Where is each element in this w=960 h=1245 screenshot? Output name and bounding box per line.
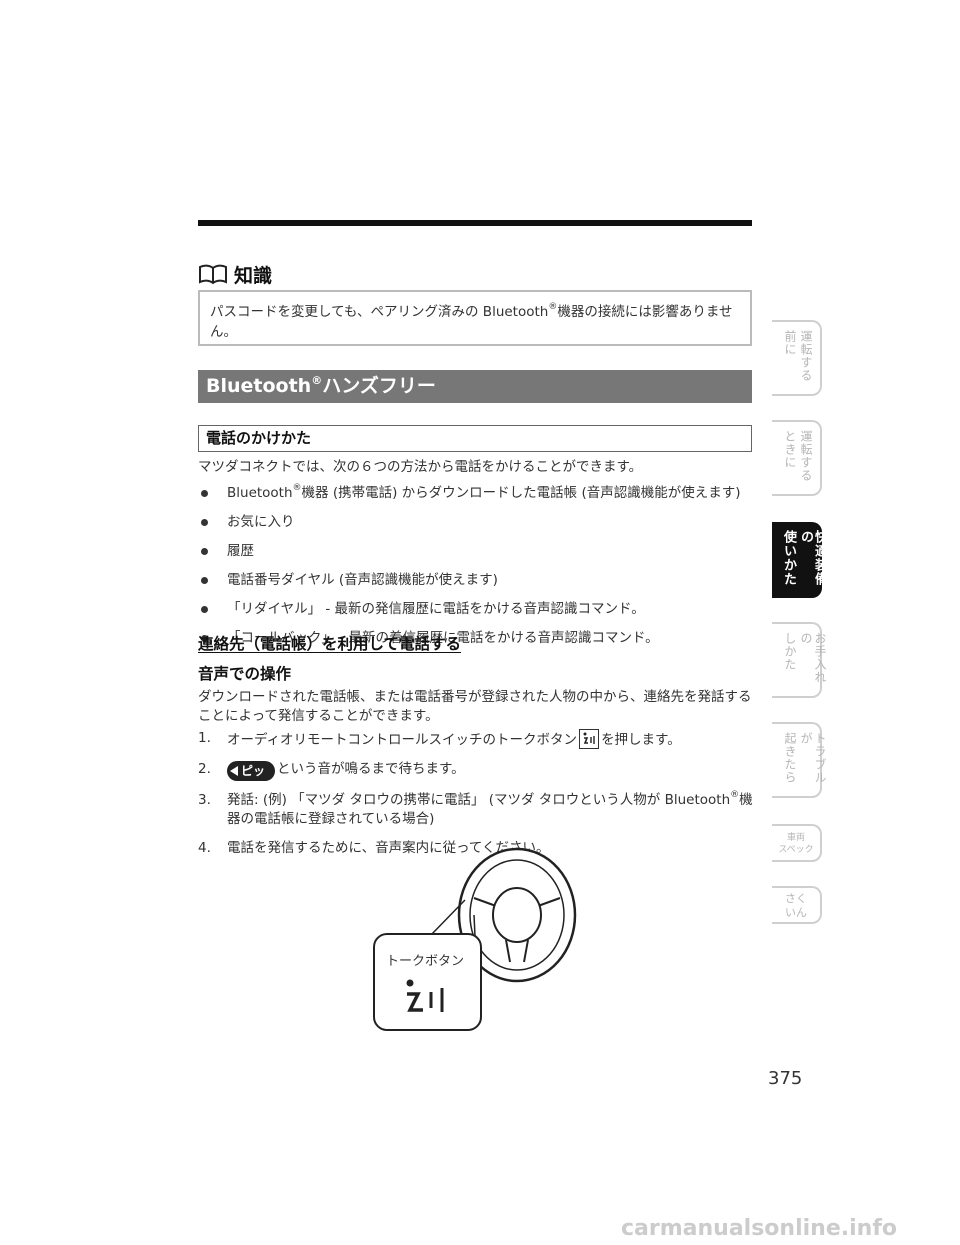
heading-contacts: 連絡先（電話帳）を利用して電話する [198, 635, 462, 653]
tab-label: 前に [783, 330, 797, 356]
bullet-1-reg: ® [292, 483, 302, 493]
list-item: 4. 電話を発信するために、音声案内に従ってください。 [198, 839, 754, 858]
tab-label: ときに [783, 430, 797, 469]
heading-voice: 音声での操作 [198, 665, 292, 683]
step-3b: 機器の電話帳に登録されている場合) [227, 792, 753, 827]
tab-specifications[interactable]: 車両 スペック [772, 824, 822, 862]
talk-button-label: トークボタン [386, 954, 465, 969]
tab-label: 快適装備の [798, 530, 827, 586]
list-item: 3. 発話: (例) 「マツダ タロウの携帯に電話」 (マツダ タロウという人物が… [198, 791, 754, 829]
list-item: Bluetooth®機器 (携帯電話) からダウンロードした電話帳 (音声認識機… [198, 484, 754, 503]
bullet-1a: Bluetooth [227, 485, 293, 501]
bullet-dot [201, 577, 208, 584]
tab-maintenance[interactable]: お手入れの しかた [772, 622, 827, 698]
steering-wheel-illustration [373, 847, 577, 1031]
bullet-3: 履歴 [227, 543, 254, 559]
memo-text-a: パスコードを変更しても、ペアリング済みの Bluetooth [210, 304, 549, 320]
bullet-2: お気に入り [227, 514, 295, 530]
step-4: 電話を発信するために、音声案内に従ってください。 [227, 840, 550, 856]
step-2: という音が鳴るまで待ちます。 [277, 761, 465, 777]
section-title-a: Bluetooth [206, 375, 312, 397]
tab-label: しかた [783, 632, 797, 671]
method-list: Bluetooth®機器 (携帯電話) からダウンロードした電話帳 (音声認識機… [198, 484, 754, 658]
tab-label: いん [785, 906, 807, 919]
list-item: お気に入り [198, 513, 754, 532]
bullet-6: 「コールバック」 - 最新の着信履歴に電話をかける音声認識コマンド。 [227, 630, 659, 646]
tab-while-driving[interactable]: 運転する ときに [772, 420, 822, 496]
list-item: 2. ピッという音が鳴るまで待ちます。 [198, 760, 754, 781]
list-item: 電話番号ダイヤル (音声認識機能が使えます) [198, 571, 754, 590]
memo-title: 知識 [234, 264, 273, 287]
step-list: 1. オーディオリモートコントロールスイッチのトークボタン を押します。 2. ピッと… [198, 729, 754, 868]
bullet-dot [201, 635, 208, 642]
list-item: 「コールバック」 - 最新の着信履歴に電話をかける音声認識コマンド。 [198, 629, 754, 648]
list-item: 「リダイヤル」 - 最新の発信履歴に電話をかける音声認識コマンド。 [198, 600, 754, 619]
step-number: 1. [198, 730, 211, 746]
step-number: 4. [198, 840, 211, 856]
bullet-dot [201, 490, 208, 497]
step-1a: オーディオリモートコントロールスイッチのトークボタン [227, 732, 578, 748]
tab-label: さく [785, 892, 807, 905]
top-rule [198, 220, 752, 226]
memo-reg: ® [548, 302, 558, 312]
memo-box: パスコードを変更しても、ペアリング済みの Bluetooth®機器の接続には影響… [198, 290, 752, 346]
tab-label: トラブルが [799, 732, 827, 784]
tab-label: お手入れの [799, 632, 827, 684]
voice-intro: ダウンロードされた電話帳、または電話番号が登録された人物の中から、連絡先を発話す… [198, 689, 752, 724]
bullet-4: 電話番号ダイヤル (音声認識機能が使えます) [227, 572, 498, 588]
step-number: 2. [198, 761, 211, 777]
tab-label: スペック [778, 845, 814, 855]
bullet-dot [201, 548, 208, 555]
bullet-dot [201, 519, 208, 526]
tab-label: 運転する [799, 330, 813, 382]
tab-label: 使いかた [781, 530, 796, 586]
step-number: 3. [198, 792, 211, 808]
bullet-1b: 機器 (携帯電話) からダウンロードした電話帳 (音声認識機能が使えます) [301, 485, 741, 501]
tab-label: 起きたら [783, 732, 797, 784]
section-reg: ® [311, 374, 323, 387]
section-title-b: ハンズフリー [322, 375, 436, 397]
tab-troubleshooting[interactable]: トラブルが 起きたら [772, 722, 827, 798]
tab-label: 運転する [799, 430, 813, 482]
step-3a: 発話: (例) 「マツダ タロウの携帯に電話」 (マツダ タロウという人物が B… [227, 792, 731, 808]
memo-text-b: 機器の接続には影響ありません。 [210, 304, 733, 340]
tab-index[interactable]: さく いん [772, 886, 822, 924]
tab-comfort-equipment[interactable]: 快適装備の 使いかた [772, 522, 827, 598]
list-item: 履歴 [198, 542, 754, 561]
memo-heading: 知識 [198, 262, 273, 287]
book-icon [199, 264, 227, 285]
footer-watermark: carmanualsonline.info [621, 1216, 897, 1241]
intro-text: マツダコネクトでは、次の６つの方法から電話をかけることができます。 [198, 459, 643, 475]
list-item: 1. オーディオリモートコントロールスイッチのトークボタン を押します。 [198, 729, 754, 750]
section-title: Bluetooth®ハンズフリー [198, 370, 752, 403]
bullet-dot [201, 606, 208, 613]
tab-label: 車両 [786, 833, 805, 843]
step-1b: を押します。 [601, 732, 681, 748]
subsection-title: 電話のかけかた [198, 425, 752, 452]
talk-button-icon [579, 729, 600, 749]
bullet-5: 「リダイヤル」 - 最新の発信履歴に電話をかける音声認識コマンド。 [227, 601, 645, 617]
tab-before-driving[interactable]: 運転する 前に [772, 320, 822, 396]
beep-icon: ピッ [227, 761, 276, 781]
step-3-reg: ® [730, 790, 740, 800]
page-number: 375 [768, 1068, 803, 1089]
